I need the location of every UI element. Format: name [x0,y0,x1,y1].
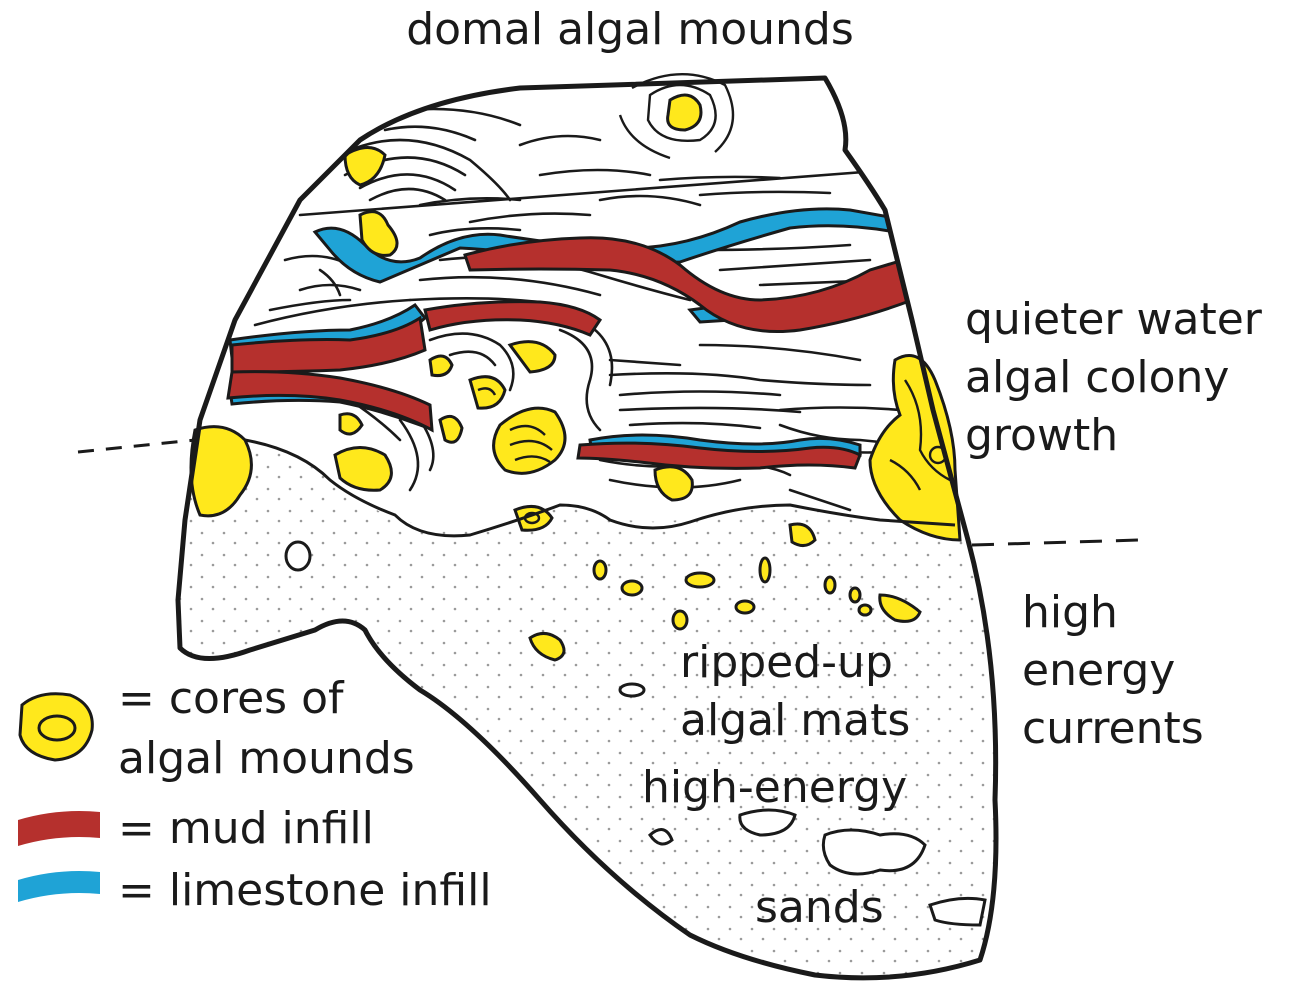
legend-core-swatch [18,692,94,762]
legend-core-ring [37,714,77,742]
legend-limestone-swatch [18,871,100,902]
legend-limestone: = limestone infill [118,865,492,916]
label-high-2: energy [1022,645,1175,696]
label-quiet-3: growth [965,410,1118,461]
legend-cores-2: algal mounds [118,733,415,784]
label-sands: sands [755,882,884,933]
legend-mud-swatch [18,811,100,846]
label-quiet-2: algal colony [965,352,1229,403]
core-details [477,73,951,525]
label-high-1: high [1022,587,1118,638]
legend-mud: = mud infill [118,803,374,854]
label-domal: domal algal mounds [406,4,854,55]
rock-outline [175,75,999,981]
label-high-energy: high-energy [642,762,907,813]
label-high-3: currents [1022,703,1204,754]
dashed-line-left [77,438,196,454]
algal-cores [189,93,962,662]
label-quiet-1: quieter water [965,294,1263,345]
contact-line [244,438,956,538]
mud-bands [226,236,914,470]
label-ripped-2: algal mats [680,695,910,746]
label-ripped-1: ripped-up [680,637,893,688]
dashed-line-right [971,538,1141,547]
legend: = cores of algal mounds = mud infill = l… [18,673,492,916]
pebbles [284,540,987,927]
legend-cores-1: = cores of [118,673,345,724]
